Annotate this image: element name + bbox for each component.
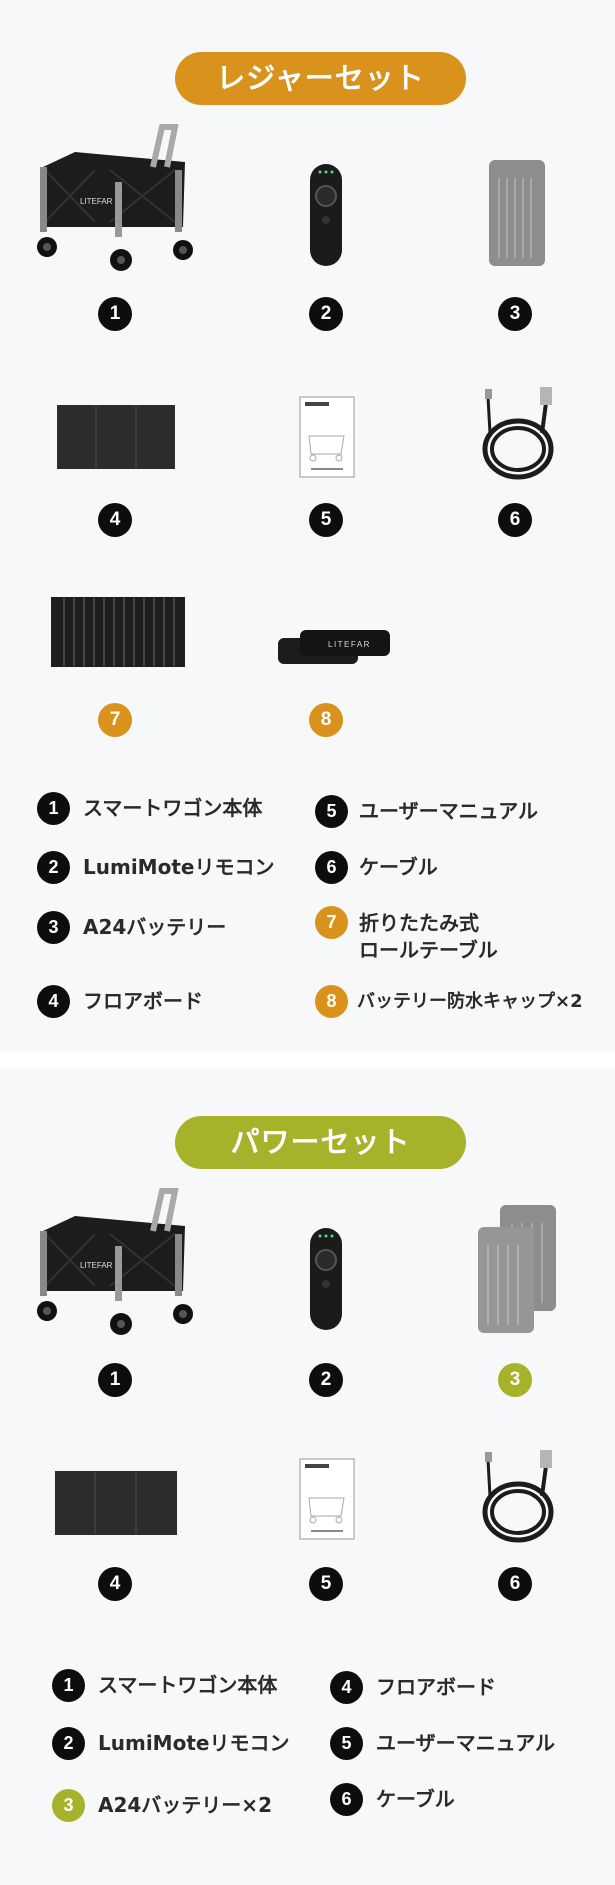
legend-number: 5 [315,795,348,828]
power-set-section: パワーセット LITEFAR 1 2 [0,1068,615,1885]
legend-number: 2 [37,851,70,884]
legend-label: ユーザーマニュアル [359,799,538,823]
product-number-4: 4 [98,1567,132,1601]
legend-label: A24バッテリー [83,915,227,939]
battery-caps-image: LITEFAR [276,628,392,668]
legend-label: バッテリー防水キャップ×2 [357,991,583,1012]
legend-number: 6 [330,1783,363,1816]
legend-label: ユーザーマニュアル [376,1731,555,1755]
leisure-set-title: レジャーセット [175,52,466,105]
cable-image [478,1446,558,1546]
legend-label: フロアボード [83,989,203,1013]
product-number-7: 7 [98,703,132,737]
legend-number: 6 [315,851,348,884]
floorboard-image [54,1470,178,1536]
legend-number: 3 [37,911,70,944]
legend-label: A24バッテリー×2 [98,1793,272,1817]
legend-number: 8 [315,985,348,1018]
manual-image [299,396,355,478]
product-number-2: 2 [309,297,343,331]
product-number-4: 4 [98,503,132,537]
manual-image [299,1458,355,1540]
legend-label: スマートワゴン本体 [98,1673,278,1697]
legend-number: 4 [330,1671,363,1704]
product-number-6: 6 [498,503,532,537]
product-number-5: 5 [309,1567,343,1601]
battery-image [487,158,547,268]
legend-label: ケーブル [376,1787,455,1811]
wagon-image: LITEFAR [35,122,195,272]
product-number-2: 2 [309,1363,343,1397]
legend-number: 2 [52,1727,85,1760]
power-set-title: パワーセット [175,1116,466,1169]
product-number-3: 3 [498,1363,532,1397]
svg-text:LITEFAR: LITEFAR [328,640,371,649]
product-number-8: 8 [309,703,343,737]
legend-label-line2: ロールテーブル [359,938,498,962]
legend-label: ケーブル [359,855,438,879]
legend-label: 折りたたみ式 ロールテーブル [359,910,498,964]
legend-number: 1 [37,792,70,825]
legend-number: 7 [315,906,348,939]
svg-text:LITEFAR: LITEFAR [80,1261,113,1270]
product-number-3: 3 [498,297,532,331]
svg-text:LITEFAR: LITEFAR [80,197,113,206]
product-number-5: 5 [309,503,343,537]
wagon-image: LITEFAR [35,1186,195,1336]
product-number-1: 1 [98,1363,132,1397]
remote-image [306,1224,346,1334]
two-batteries-image [476,1203,560,1337]
leisure-set-section: レジャーセット LITEFAR 1 2 [35,52,583,1018]
product-number-6: 6 [498,1567,532,1601]
legend-label: フロアボード [376,1675,496,1699]
product-number-1: 1 [98,297,132,331]
legend-label: スマートワゴン本体 [83,796,263,820]
legend-label: LumiMoteリモコン [83,855,275,879]
legend-number: 5 [330,1727,363,1760]
cable-image [478,383,558,483]
roll-table-image [50,596,186,668]
legend-label: LumiMoteリモコン [98,1731,290,1755]
legend-number: 3 [52,1789,85,1822]
remote-image [306,160,346,270]
legend-number: 4 [37,985,70,1018]
legend-label-line1: 折りたたみ式 [359,911,479,935]
legend-number: 1 [52,1669,85,1702]
floorboard-image [56,404,176,470]
